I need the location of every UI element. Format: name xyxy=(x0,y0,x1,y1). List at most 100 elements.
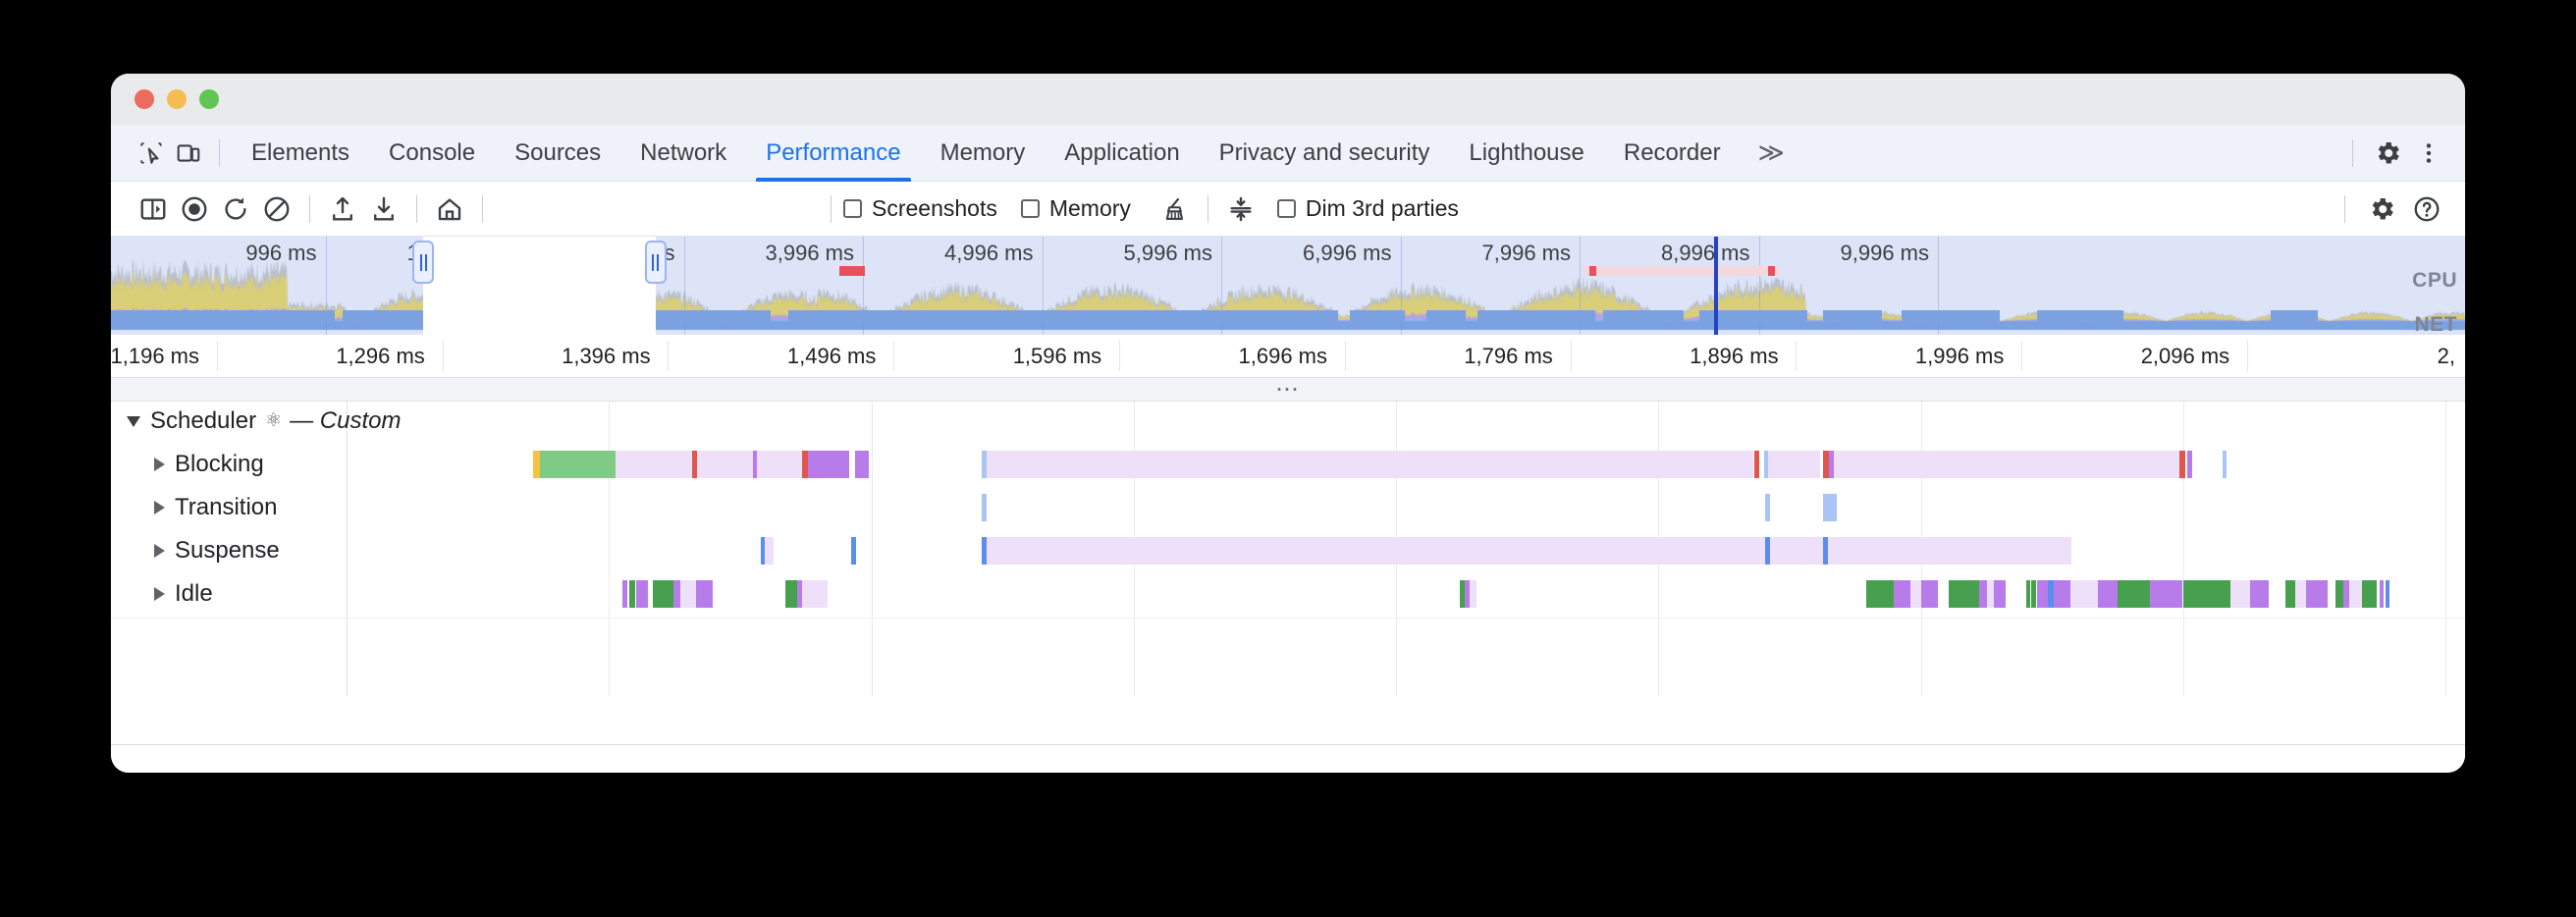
record-icon[interactable] xyxy=(174,189,215,230)
flame-chart-event-bar[interactable] xyxy=(695,580,713,608)
flame-chart-event-bar[interactable] xyxy=(2037,580,2049,608)
flame-chart-event-bar[interactable] xyxy=(697,451,753,478)
track-row-idle[interactable]: Idle xyxy=(111,574,2465,614)
flame-chart-event-bar[interactable] xyxy=(987,537,2071,565)
chevron-right-icon[interactable] xyxy=(154,544,165,558)
track-row-blocking[interactable]: Blocking xyxy=(111,445,2465,484)
track-label-transition[interactable]: Transition xyxy=(154,488,277,527)
flame-chart-event-bar[interactable] xyxy=(1764,537,1770,565)
flame-chart-event-bar[interactable] xyxy=(2222,451,2227,478)
flame-chart-event-bar[interactable] xyxy=(673,580,681,608)
gear-icon[interactable] xyxy=(2369,135,2406,172)
track-group-scheduler[interactable]: Scheduler ⚛ — Custom xyxy=(111,402,2465,441)
flame-chart-event-bar[interactable] xyxy=(2385,580,2389,608)
flame-chart-event-bar[interactable] xyxy=(982,494,988,521)
window-minimize-button[interactable] xyxy=(167,89,187,109)
broom-icon[interactable] xyxy=(1154,189,1196,230)
flame-chart-event-bar[interactable] xyxy=(854,451,869,478)
tab-application[interactable]: Application xyxy=(1064,138,1180,166)
track-row-transition[interactable]: Transition xyxy=(111,488,2465,527)
tab-privacy-and-security[interactable]: Privacy and security xyxy=(1218,138,1430,166)
flame-chart-event-bar[interactable] xyxy=(2285,580,2296,608)
flame-chart-event-bar[interactable] xyxy=(2361,580,2378,608)
chevron-right-icon[interactable] xyxy=(154,458,165,471)
flame-chart-event-bar[interactable] xyxy=(2053,580,2070,608)
flame-chart-event-bar[interactable] xyxy=(2025,580,2031,608)
flame-chart-event-bar[interactable] xyxy=(2295,580,2307,608)
flame-chart-event-bar[interactable] xyxy=(1828,451,1835,478)
tab-memory[interactable]: Memory xyxy=(939,138,1026,166)
flame-chart-event-bar[interactable] xyxy=(816,451,850,478)
flame-chart-event-bar[interactable] xyxy=(1823,451,1829,478)
device-toolbar-icon[interactable] xyxy=(170,135,207,172)
memory-checkbox-box[interactable] xyxy=(1020,199,1040,218)
window-close-button[interactable] xyxy=(134,89,154,109)
flame-chart-event-bar[interactable] xyxy=(539,451,617,478)
upload-profile-icon[interactable] xyxy=(322,189,363,230)
chevron-down-icon[interactable] xyxy=(127,415,140,427)
flame-chart-event-bar[interactable] xyxy=(629,580,636,608)
flame-chart-event-bar[interactable] xyxy=(1767,451,1821,478)
flame-chart-event-bar[interactable] xyxy=(1763,451,1768,478)
flame-chart-event-bar[interactable] xyxy=(2380,580,2385,608)
flame-chart-event-bar[interactable] xyxy=(756,451,803,478)
flame-chart-event-bar[interactable] xyxy=(1909,580,1921,608)
flame-chart-event-bar[interactable] xyxy=(1823,494,1838,521)
flame-chart-event-bar[interactable] xyxy=(1764,494,1770,521)
flame-chart-event-bar[interactable] xyxy=(2187,451,2193,478)
flame-chart-event-bar[interactable] xyxy=(1949,580,1979,608)
flame-chart-event-bar[interactable] xyxy=(785,580,797,608)
tab-console[interactable]: Console xyxy=(389,138,476,166)
track-row-suspense[interactable]: Suspense xyxy=(111,531,2465,570)
inspect-element-icon[interactable] xyxy=(133,135,170,172)
download-profile-icon[interactable] xyxy=(363,189,404,230)
flame-chart-event-bar[interactable] xyxy=(2334,580,2344,608)
track-label-suspense[interactable]: Suspense xyxy=(154,531,280,570)
dim-3rd-parties-checkbox[interactable]: Dim 3rd parties xyxy=(1276,195,1459,222)
flame-chart-event-bar[interactable] xyxy=(2249,580,2270,608)
flame-chart-event-bar[interactable] xyxy=(1987,580,1995,608)
flame-chart-event-bar[interactable] xyxy=(2097,580,2118,608)
reload-and-record-icon[interactable] xyxy=(215,189,256,230)
flame-chart-event-bar[interactable] xyxy=(616,451,692,478)
flame-chart-event-bar[interactable] xyxy=(1834,451,2179,478)
flame-chart-event-bar[interactable] xyxy=(850,537,857,565)
track-label-idle[interactable]: Idle xyxy=(154,574,213,614)
flame-chart-event-bar[interactable] xyxy=(807,451,817,478)
flame-chart-event-bar[interactable] xyxy=(1469,580,1476,608)
flame-chart-event-bar[interactable] xyxy=(622,580,628,608)
flame-chart-event-bar[interactable] xyxy=(1994,580,2006,608)
toggle-sidebar-icon[interactable] xyxy=(133,189,174,230)
help-icon[interactable] xyxy=(2406,189,2447,230)
tab-performance[interactable]: Performance xyxy=(746,125,920,182)
flame-chart-event-bar[interactable] xyxy=(796,580,803,608)
flame-chart-event-bar[interactable] xyxy=(802,580,828,608)
dim-3rd-parties-checkbox-box[interactable] xyxy=(1276,199,1296,218)
flame-chart-event-bar[interactable] xyxy=(2343,580,2350,608)
overview-selection-window[interactable] xyxy=(423,237,656,335)
memory-checkbox[interactable]: Memory xyxy=(1020,195,1131,222)
flame-chart-event-bar[interactable] xyxy=(1823,537,1828,565)
flame-chart-event-bar[interactable] xyxy=(765,537,774,565)
flame-chart-event-bar[interactable] xyxy=(2048,580,2054,608)
track-label-blocking[interactable]: Blocking xyxy=(154,445,264,484)
gear-icon[interactable] xyxy=(2361,189,2402,230)
flame-chart-event-bar[interactable] xyxy=(2174,580,2182,608)
flame-chart-event-bar[interactable] xyxy=(982,537,988,565)
flame-chart-event-bar[interactable] xyxy=(2306,580,2328,608)
flame-chart-event-bar[interactable] xyxy=(1893,580,1910,608)
tab-elements[interactable]: Elements xyxy=(251,138,350,166)
timeline-overview[interactable]: 996 ms1,996 ms2,996 ms3,996 ms4,996 ms5,… xyxy=(111,237,2465,335)
flame-chart-event-bar[interactable] xyxy=(1979,580,1988,608)
flame-chart-event-bar[interactable] xyxy=(752,451,757,478)
flame-chart-event-bar[interactable] xyxy=(761,537,766,565)
flame-chart-event-bar[interactable] xyxy=(2117,580,2151,608)
flame-chart-event-bar[interactable] xyxy=(2069,580,2098,608)
flame-chart-event-bar[interactable] xyxy=(1920,580,1938,608)
tab-lighthouse[interactable]: Lighthouse xyxy=(1469,138,1584,166)
flame-chart-event-bar[interactable] xyxy=(2349,580,2362,608)
flame-chart-event-bar[interactable] xyxy=(1459,580,1465,608)
window-maximize-button[interactable] xyxy=(199,89,219,109)
track-group-scheduler-label[interactable]: Scheduler ⚛ — Custom xyxy=(127,402,401,441)
